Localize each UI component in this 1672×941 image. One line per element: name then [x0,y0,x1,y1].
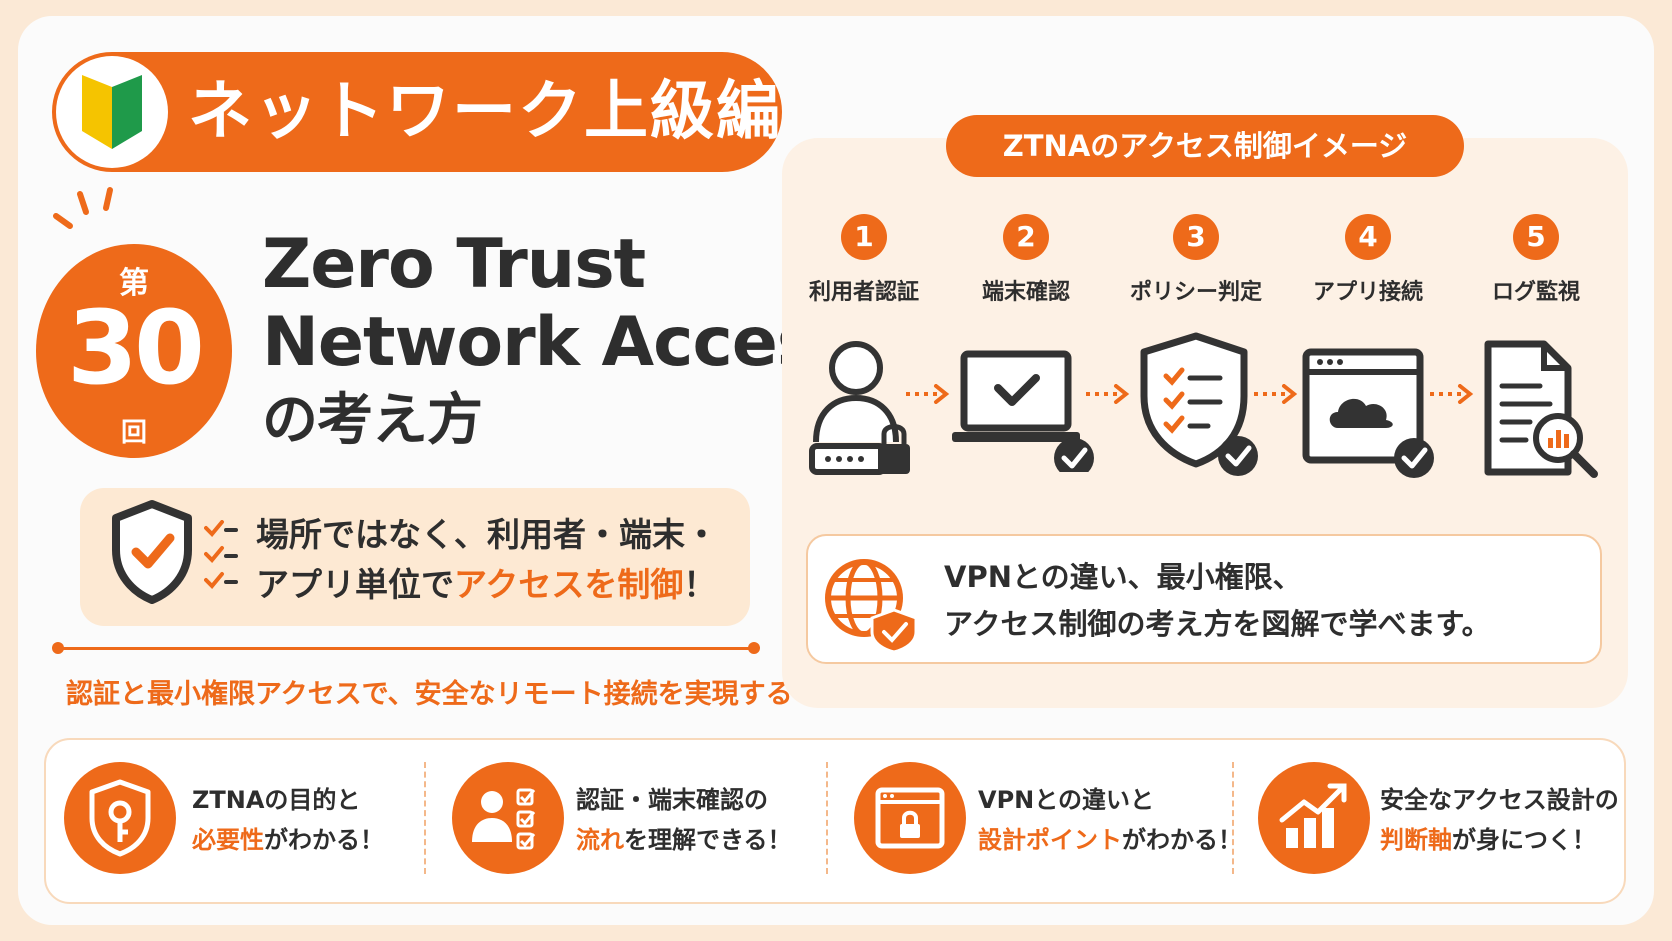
globe-shield-icon [825,559,918,652]
benefit-3-highlight: 設計ポイント [978,826,1122,854]
key-line-1: 場所ではなく、利用者・端末・ [256,515,718,554]
info-line-1: VPNとの違い、最小権限、 [944,560,1302,594]
info-text: VPNとの違い、最小権限、 アクセス制御の考え方を図解で学べます。 [944,554,1491,648]
level-badge [52,52,782,172]
benefit-1-highlight: 必要性 [192,826,264,854]
benefit-1-line-2: 必要性がわかる！ [192,820,384,860]
arrow-right-icon [906,384,950,404]
step-3: 3 ポリシー判定 [1106,214,1286,306]
benefit-4: 安全なアクセス設計の 判断軸が身につく！ [1380,780,1619,860]
benefit-3: VPNとの違いと 設計ポイントがわかる！ [978,780,1242,860]
window-lock-icon [854,762,966,874]
step-number: 5 [1513,214,1559,260]
arrow-right-icon [1086,384,1130,404]
step-1: 1 利用者認証 [774,214,954,306]
benefit-2-line-1: 認証・端末確認の [576,786,768,814]
title-line-3: の考え方 [262,388,483,453]
burst-lines-icon [53,187,113,229]
key-line-2-end: ！ [683,565,717,604]
key-shield-icon [64,762,176,874]
user-checklist-icon [452,762,564,874]
step-label: ログ監視 [1491,280,1580,305]
step-label: アプリ接続 [1312,280,1423,305]
episode-suffix: 回 [120,418,147,448]
benefit-2-line-2: 流れを理解できる！ [576,820,792,860]
title-line-1: Zero Trust [262,225,646,304]
episode-badge: 第 30 回 [36,244,232,458]
benefit-4-line-2: 判断軸が身につく！ [1380,820,1619,860]
cloud-app-icon [1302,348,1434,478]
key-message-text: 場所ではなく、利用者・端末・ アプリ単位でアクセスを制御！ [256,510,718,610]
info-box [806,534,1602,664]
step-number: 4 [1345,214,1391,260]
step-label: 利用者認証 [808,280,919,305]
benefit-2: 認証・端末確認の 流れを理解できる！ [576,780,792,860]
benefit-3-line-1: VPNとの違いと [978,786,1155,814]
user-lock-icon [809,341,910,475]
arrow-right-icon [1254,384,1298,404]
benefit-4-rest: が身につく！ [1452,826,1596,854]
benefit-2-highlight: 流れ [576,826,624,854]
growth-chart-icon [1258,762,1370,874]
step-4: 4 アプリ接続 [1278,214,1458,306]
checklist-icon [204,520,238,589]
benefit-2-rest: を理解できる！ [624,826,792,854]
shield-checklist-icon [1140,332,1258,476]
laptop-check-icon [952,350,1094,472]
key-line-2: アプリ単位でアクセスを制御！ [256,560,718,610]
title-line-2: Network Access [262,303,857,382]
level-title: ネットワーク上級編 [188,75,782,149]
benefit-4-line-1: 安全なアクセス設計の [1380,786,1619,814]
separator [1232,762,1234,874]
key-line-2-plain: アプリ単位で [256,565,454,604]
benefit-3-line-2: 設計ポイントがわかる！ [978,820,1242,860]
divider-line [52,642,760,654]
episode-prefix: 第 [119,266,149,301]
info-line-2: アクセス制御の考え方を図解で学べます。 [944,607,1491,641]
benefit-4-highlight: 判断軸 [1380,826,1452,854]
step-number: 1 [841,214,887,260]
main-title: Zero Trust Network Access の考え方 [262,225,857,460]
arrow-right-icon [1430,384,1474,404]
step-number: 3 [1173,214,1219,260]
episode-number: 30 [67,289,205,408]
step-2: 2 端末確認 [936,214,1116,306]
benefit-1-line-1: ZTNAの目的と [192,786,361,814]
document-search-icon [1484,340,1598,478]
step-label: 端末確認 [981,280,1070,305]
benefit-1: ZTNAの目的と 必要性がわかる！ [192,780,384,860]
key-message-box [80,488,750,626]
step-label: ポリシー判定 [1129,280,1262,305]
separator [424,762,426,874]
step-number: 2 [1003,214,1049,260]
shield-check-icon [112,500,192,604]
ztna-heading: ZTNAのアクセス制御イメージ [946,115,1464,177]
step-5: 5 ログ監視 [1446,214,1626,306]
key-line-2-accent: アクセスを制御 [454,565,684,604]
separator [826,762,828,874]
subtitle: 認証と最小権限アクセスで、安全なリモート接続を実現する [66,679,793,710]
benefit-1-rest: がわかる！ [264,826,384,854]
benefit-3-rest: がわかる！ [1122,826,1242,854]
beginner-mark-icon [56,56,168,168]
